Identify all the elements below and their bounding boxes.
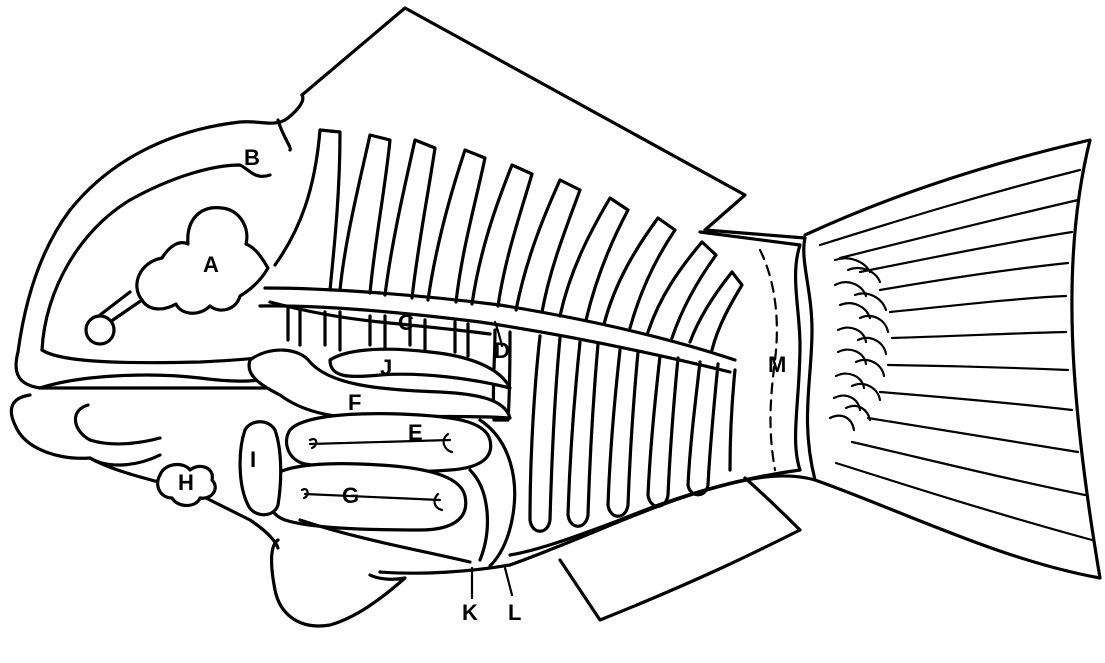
label-I: I (250, 447, 256, 472)
label-M: M (768, 352, 786, 377)
label-D: D (494, 338, 510, 363)
label-B: B (244, 145, 260, 170)
label-H: H (178, 470, 194, 495)
label-pointers (472, 568, 512, 598)
liver (240, 422, 281, 515)
label-G: G (342, 483, 359, 508)
label-L: L (508, 600, 521, 625)
brain (86, 208, 268, 344)
caudal-fin (805, 140, 1100, 578)
stomach (330, 349, 510, 388)
scale-network (830, 258, 888, 430)
digestive-organs (240, 349, 515, 566)
label-C: C (398, 310, 414, 335)
label-F: F (348, 390, 361, 415)
label-A: A (203, 252, 219, 277)
label-E: E (408, 420, 423, 445)
label-J: J (380, 355, 392, 380)
label-K: K (462, 600, 478, 625)
